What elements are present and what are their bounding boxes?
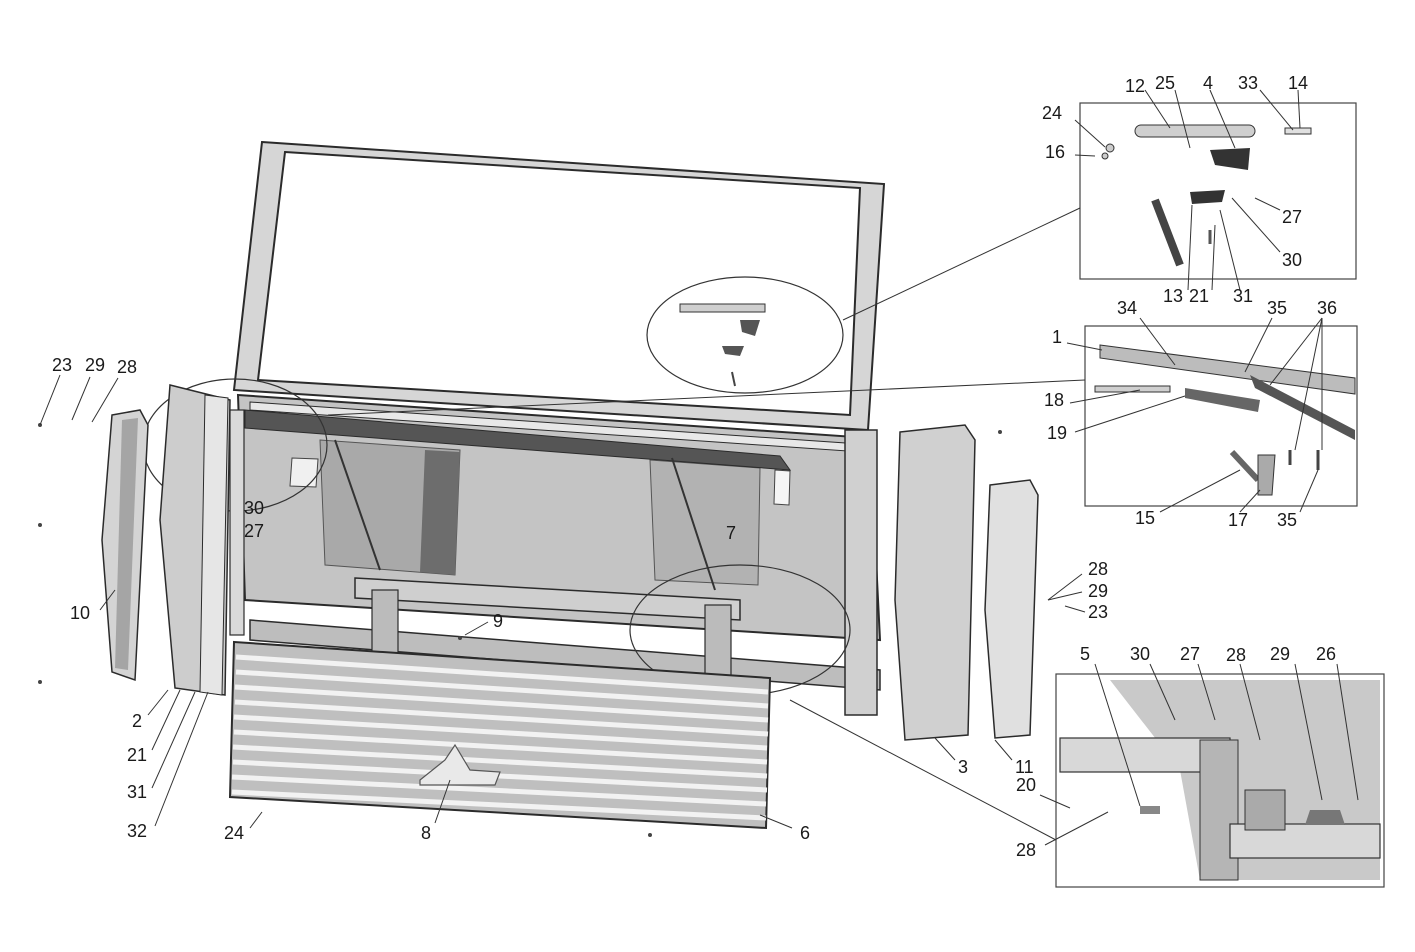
callout-27: 27	[244, 521, 265, 541]
callout-29: 29	[1088, 581, 1109, 601]
callout-28: 28	[1088, 559, 1109, 579]
inset-mechanism	[1079, 102, 1357, 280]
callout-21: 21	[1189, 286, 1210, 306]
callout-1: 1	[1052, 327, 1063, 347]
right-headlight-trim	[984, 479, 1039, 739]
right-side-panel	[894, 424, 976, 741]
callout-19: 19	[1047, 423, 1068, 443]
callout-11: 11	[1015, 757, 1034, 777]
callout-29: 29	[1270, 644, 1291, 664]
windshield-frame	[232, 140, 886, 432]
fasteners	[38, 423, 1002, 837]
callout-35: 35	[1277, 510, 1298, 530]
callout-8: 8	[421, 823, 432, 843]
callout-31: 31	[127, 782, 148, 802]
callout-31: 31	[1233, 286, 1254, 306]
callout-5: 5	[1080, 644, 1091, 664]
callout-32: 32	[127, 821, 148, 841]
callout-34: 34	[1117, 298, 1138, 318]
callout-23: 23	[52, 355, 73, 375]
callout-30: 30	[244, 498, 265, 518]
callout-28: 28	[1016, 840, 1037, 860]
left-headlight-trim	[101, 409, 149, 682]
callout-6: 6	[800, 823, 811, 843]
callout-28: 28	[1226, 645, 1247, 665]
callout-7: 7	[726, 523, 737, 543]
callout-27: 27	[1180, 644, 1201, 664]
windshield-detail-circle	[646, 276, 844, 394]
front-panel	[236, 393, 882, 642]
callout-15: 15	[1135, 508, 1156, 528]
callout-24: 24	[224, 823, 245, 843]
lower-frame	[229, 409, 881, 716]
callout-29: 29	[85, 355, 106, 375]
callout-18: 18	[1044, 390, 1065, 410]
callout-16: 16	[1045, 142, 1066, 162]
leader-lines	[39, 89, 1359, 846]
callout-3: 3	[958, 757, 969, 777]
callout-24: 24	[1042, 103, 1063, 123]
callout-30: 30	[1282, 250, 1303, 270]
callout-2: 2	[132, 711, 143, 731]
callout-10: 10	[70, 603, 91, 623]
callout-27: 27	[1282, 207, 1303, 227]
callout-12: 12	[1125, 76, 1146, 96]
callout-14: 14	[1288, 73, 1309, 93]
inset-mount-bracket	[1055, 673, 1385, 888]
callout-33: 33	[1238, 73, 1259, 93]
left-side-panel	[159, 384, 231, 696]
callout-25: 25	[1155, 73, 1176, 93]
callout-9: 9	[493, 611, 504, 631]
callout-35: 35	[1267, 298, 1288, 318]
callout-4: 4	[1203, 73, 1214, 93]
callout-26: 26	[1316, 644, 1337, 664]
callout-23: 23	[1088, 602, 1109, 622]
callout-13: 13	[1163, 286, 1184, 306]
callout-17: 17	[1228, 510, 1249, 530]
callout-30: 30	[1130, 644, 1151, 664]
callout-28: 28	[117, 357, 138, 377]
callout-21: 21	[127, 745, 148, 765]
radiator-grille	[228, 640, 772, 830]
inset-wiper-bar	[1084, 325, 1358, 507]
callout-36: 36	[1317, 298, 1338, 318]
callout-20: 20	[1016, 775, 1037, 795]
